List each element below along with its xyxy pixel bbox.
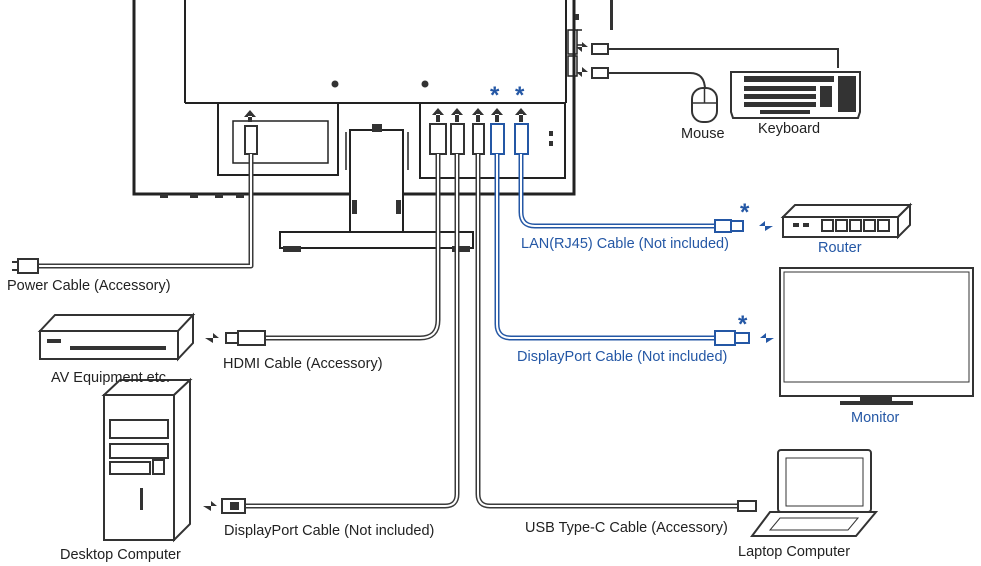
av-equipment-icon <box>37 312 196 362</box>
displayport-cable-monitor-label: DisplayPort Cable (Not included) <box>517 349 727 365</box>
not-included-marker-dp: * <box>490 82 500 109</box>
hdmi-cable <box>205 123 447 346</box>
desktop-computer-label: Desktop Computer <box>60 547 181 563</box>
laptop-computer-label: Laptop Computer <box>738 544 850 560</box>
router-icon <box>780 202 913 240</box>
av-equipment-label: AV Equipment etc. <box>51 370 170 386</box>
port-arrows <box>244 108 527 122</box>
power-cable <box>12 125 258 274</box>
laptop-computer-icon <box>750 449 879 537</box>
mouse-label: Mouse <box>681 126 725 142</box>
not-included-marker-dp-monitor: * <box>738 311 748 338</box>
lan-cable <box>514 123 773 233</box>
lan-cable-label: LAN(RJ45) Cable (Not included) <box>521 236 729 252</box>
usb-peripheral-cables <box>576 42 839 91</box>
power-cable-label: Power Cable (Accessory) <box>7 278 171 294</box>
mouse-icon <box>691 87 718 123</box>
keyboard-icon <box>730 71 861 119</box>
monitor-icon <box>779 267 974 405</box>
displayport-cable-desktop-label: DisplayPort Cable (Not included) <box>224 523 434 539</box>
monitor-label: Monitor <box>851 410 900 426</box>
usbc-cable-label: USB Type-C Cable (Accessory) <box>525 520 728 536</box>
hdmi-cable-label: HDMI Cable (Accessory) <box>223 356 383 372</box>
desktop-computer-icon <box>101 377 193 543</box>
not-included-marker-lan-router: * <box>740 199 750 226</box>
not-included-marker-lan: * <box>515 82 525 109</box>
displayport-cable-desktop <box>203 123 465 514</box>
keyboard-label: Keyboard <box>758 121 820 137</box>
monitor-rear <box>132 0 613 252</box>
router-label: Router <box>818 240 862 256</box>
usbc-cable <box>472 123 757 512</box>
displayport-cable-monitor <box>490 123 774 346</box>
